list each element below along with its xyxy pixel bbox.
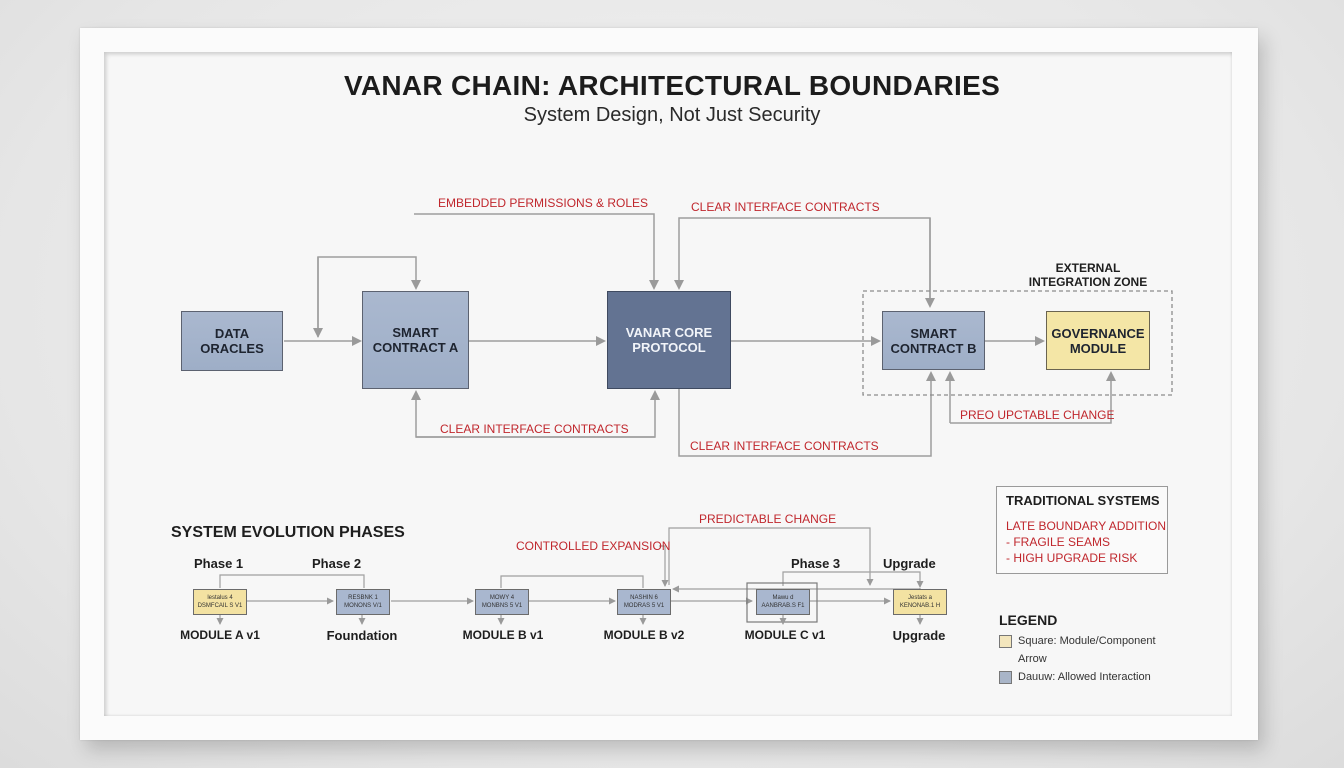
arrow-embedded-permissions: [414, 213, 659, 290]
arrow-clear-interface-bottom-core: [416, 390, 660, 438]
phase-label-3: Phase 3: [791, 556, 841, 571]
evolution-module-box: lestalus 4 DSMFCAIL S V1: [193, 589, 247, 615]
traditional-systems-box: TRADITIONAL SYSTEMS LATE BOUNDARY ADDITI…: [996, 486, 1168, 574]
node-label-line: CONTRACT A: [372, 340, 459, 355]
legend-swatch-interaction: [999, 670, 1012, 684]
module-label: MODULE B v2: [603, 628, 685, 642]
label-controlled-expansion: CONTROLLED EXPANSION: [516, 539, 671, 553]
module-inner-text: MODRAS 5 V1: [623, 603, 665, 609]
legend-item: Square: Module/Component: [999, 632, 1179, 650]
zone-label-line: EXTERNAL: [1055, 261, 1121, 275]
module-inner-text: RESBNK 1: [348, 595, 378, 601]
module-label: MODULE B v1: [462, 628, 544, 642]
label-clear-interface-top: CLEAR INTERFACE CONTRACTS: [691, 200, 880, 214]
module-label: Upgrade: [892, 628, 946, 643]
external-integration-zone: [862, 290, 1173, 396]
legend-item: Dauuw: Allowed Interaction: [999, 668, 1179, 686]
legend: LEGEND Square: Module/Component Arrow Da…: [999, 612, 1179, 686]
module-inner-text: MONONS V/1: [344, 603, 382, 609]
label-predictable-change: PREDICTABLE CHANGE: [699, 512, 837, 526]
evolution-title: SYSTEM EVOLUTION PHASES: [171, 524, 405, 541]
label-clear-interface-bottom-right: CLEAR INTERFACE CONTRACTS: [690, 439, 879, 453]
legend-swatch-module: [999, 634, 1012, 648]
phase-label-1: Phase 1: [194, 556, 244, 571]
evo-controlled-expansion: [659, 545, 669, 587]
module-label: MODULE C v1: [744, 628, 826, 642]
label-embedded-permissions: EMBEDDED PERMISSIONS & ROLES: [438, 196, 649, 210]
zone-label-line: INTEGRATION ZONE: [1028, 275, 1148, 289]
label-predictable-change-zone: PREO UPCTABLE CHANGE: [960, 408, 1115, 422]
legend-text: Square: Module/Component: [1018, 635, 1156, 647]
module-inner-text: AANBRAB.S F1: [761, 603, 805, 609]
node-label-line: VANAR CORE: [625, 325, 713, 340]
legend-text: Arrow: [1018, 653, 1047, 665]
node-label-line: PROTOCOL: [632, 340, 706, 355]
module-inner-text: Jestats a: [907, 595, 932, 601]
module-label: Foundation: [326, 628, 398, 643]
evo-bracket-b1-b2: [500, 575, 644, 588]
evolution-module-box: Mawu d AANBRAB.S F1: [756, 589, 810, 615]
module-inner-text: lestalus 4: [207, 595, 233, 601]
node-label-line: CONTRACT B: [890, 340, 977, 356]
phase-label-2: Phase 2: [312, 556, 362, 571]
module-inner-text: NASHIN 6: [630, 595, 658, 601]
module-inner-text: KENONAB.1 H: [899, 603, 941, 609]
legend-text: Dauuw: Allowed Interaction: [1018, 671, 1151, 683]
page-title: VANAR CHAIN: ARCHITECTURAL BOUNDARIES: [343, 70, 1001, 101]
evolution-module-box: NASHIN 6 MODRAS 5 V1: [617, 589, 671, 615]
module-label: MODULE A v1: [180, 628, 260, 642]
evo-phase-bracket-1-2: [219, 574, 365, 588]
evo-predictable-change: [668, 527, 874, 586]
arrow-clear-interface-bottom-right: [678, 371, 936, 457]
traditional-line: LATE BOUNDARY ADDITION: [1006, 519, 1167, 533]
evolution-module-box: Jestats a KENONAB.1 H: [893, 589, 947, 615]
traditional-line: - HIGH UPGRADE RISK: [1006, 551, 1138, 565]
module-inner-text: DSMFCAIL S V1: [197, 603, 243, 609]
legend-item: Arrow: [999, 650, 1179, 668]
evolution-module-box: MOWY 4 MONBNS 5 V1: [475, 589, 529, 615]
page-subtitle: System Design, Not Just Security: [523, 104, 821, 126]
evolution-module-box: RESBNK 1 MONONS V/1: [336, 589, 390, 615]
zone-label: EXTERNAL INTEGRATION ZONE: [1018, 261, 1158, 289]
node-label-line: DATA: [214, 326, 250, 341]
traditional-line: - FRAGILE SEAMS: [1006, 535, 1111, 549]
module-inner-text: MOWY 4: [489, 595, 515, 601]
node-label-line: ORACLES: [200, 341, 264, 356]
module-inner-text: MONBNS 5 V1: [481, 603, 523, 609]
node-label-line: SMART: [910, 325, 957, 341]
traditional-title: TRADITIONAL SYSTEMS: [1006, 493, 1160, 508]
arrow-predictable-change-governance: [950, 371, 1116, 424]
node-label-line: GOVERNANCE: [1051, 325, 1145, 341]
node-label-line: MODULE: [1069, 340, 1127, 356]
phase-label-upgrade: Upgrade: [883, 556, 936, 571]
evo-phase-3-bracket: [782, 571, 924, 588]
legend-title: LEGEND: [999, 612, 1058, 628]
module-inner-text: Mawu d: [772, 595, 794, 601]
label-clear-interface-bottom-left: CLEAR INTERFACE CONTRACTS: [440, 422, 629, 436]
node-label-line: SMART: [392, 325, 439, 340]
